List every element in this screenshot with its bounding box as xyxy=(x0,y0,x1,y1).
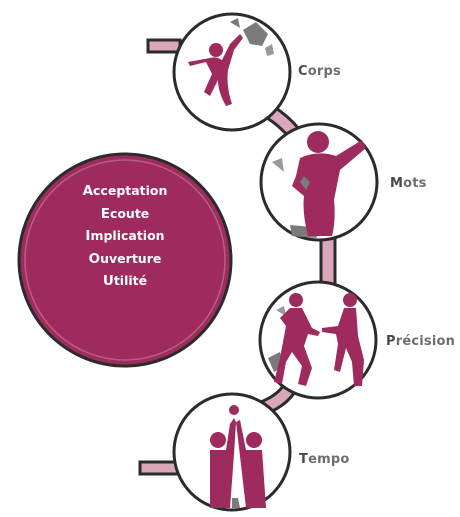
stage-circle-mots xyxy=(261,124,377,240)
stage-circle-tempo xyxy=(174,394,290,510)
value-acceptation: Acceptation xyxy=(40,180,210,203)
stage-label-tempo: Tempo xyxy=(299,452,349,467)
value-implication: Implication xyxy=(40,225,210,248)
stage-label-corps: Corps xyxy=(298,64,341,79)
pipe-exit xyxy=(140,462,178,474)
stage-circle-precision xyxy=(260,282,376,398)
pipe-entry xyxy=(148,40,180,52)
value-ecoute: Ecoute xyxy=(40,203,210,226)
value-ouverture: Ouverture xyxy=(40,248,210,271)
value-utilite: Utilité xyxy=(40,270,210,293)
stage-circle-corps xyxy=(174,14,290,130)
values-list: Acceptation Ecoute Implication Ouverture… xyxy=(40,180,210,293)
stage-label-precision: Précision xyxy=(386,334,455,349)
stage-label-mots: Mots xyxy=(390,176,427,191)
